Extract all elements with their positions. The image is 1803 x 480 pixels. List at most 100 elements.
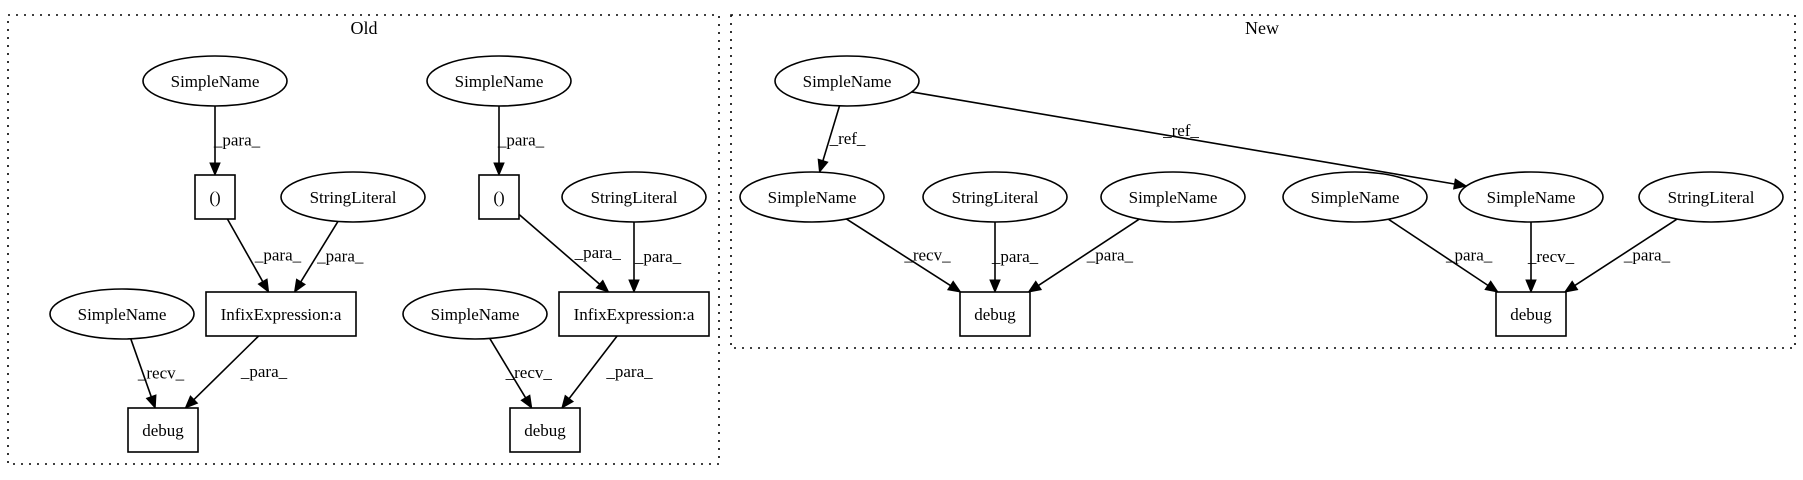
edge-o_sn3-to-o_dbg1: _recv_ (130, 338, 185, 410)
edges: _para_ _para_ _para_ _para_ _para_ _para_ _rec… (130, 91, 1678, 410)
arrowhead (209, 162, 221, 177)
node-label: SimpleName (1311, 188, 1400, 207)
node-ellipse (1282, 171, 1428, 223)
node-n_sn4: SimpleName (1458, 171, 1604, 223)
arrowhead (293, 278, 306, 294)
node-o_sl2: StringLiteral (561, 171, 707, 223)
node-o_sn1: SimpleName (142, 55, 288, 107)
cluster-new-border (730, 14, 1796, 349)
arrowhead (817, 158, 829, 174)
cluster-old-title: Old (351, 18, 378, 38)
node-n_sn3: SimpleName (1282, 171, 1428, 223)
arrowhead (561, 394, 575, 410)
arrowhead (946, 280, 962, 293)
edge-n_sn1-to-n_dbg1: _recv_ (845, 218, 962, 293)
node-o_dbg2: debug (509, 407, 581, 453)
node-n_top: SimpleName (774, 55, 920, 107)
node-n_sl1: StringLiteral (922, 171, 1068, 223)
arrowhead (145, 394, 157, 410)
arrowhead (1563, 280, 1579, 293)
edge-label: _para_ (634, 247, 682, 266)
edge-label: _para_ (240, 362, 288, 381)
node-box (478, 174, 520, 220)
node-box (1495, 291, 1567, 337)
node-label: SimpleName (455, 72, 544, 91)
node-ellipse (922, 171, 1068, 223)
node-ellipse (774, 55, 920, 107)
node-o_inf1: InfixExpression:a (205, 291, 357, 337)
node-ellipse (1458, 171, 1604, 223)
arrowhead (493, 162, 505, 177)
node-label: SimpleName (768, 188, 857, 207)
arrowhead (1453, 178, 1468, 190)
node-label: StringLiteral (1668, 188, 1755, 207)
edge-label: _para_ (1086, 246, 1134, 265)
cluster-old-border (7, 14, 720, 465)
cluster-new: New (730, 14, 1796, 349)
edge-n_sl1-to-n_dbg1: _para_ (989, 222, 1039, 294)
arrowhead (628, 279, 640, 294)
edge-label: _ref_ (1162, 121, 1199, 140)
edge-label: _para_ (1623, 246, 1671, 265)
edge-label: _recv_ (1527, 247, 1575, 266)
node-ellipse (402, 288, 548, 340)
edge-line (568, 335, 618, 399)
node-box (558, 291, 710, 337)
edge-n_sn4-to-n_dbg2: _recv_ (1525, 222, 1575, 294)
edge-line (226, 218, 264, 282)
arrowhead (184, 395, 199, 409)
arrowhead (989, 279, 1001, 294)
edge-label: _recv_ (505, 363, 553, 382)
node-box (509, 407, 581, 453)
node-label: SimpleName (1129, 188, 1218, 207)
cluster-old: Old (7, 14, 720, 465)
edge-line (1387, 218, 1489, 287)
node-o_sn3: SimpleName (49, 288, 195, 340)
node-label: SimpleName (431, 305, 520, 324)
edge-o_sn4-to-o_dbg2: _recv_ (489, 338, 553, 410)
node-label: debug (524, 421, 566, 440)
node-n_sl2: StringLiteral (1638, 171, 1784, 223)
node-ellipse (49, 288, 195, 340)
node-label: () (209, 188, 220, 207)
edge-line (193, 335, 260, 401)
edge-label: _recv_ (903, 245, 951, 264)
node-label: () (493, 188, 504, 207)
node-label: InfixExpression:a (221, 305, 342, 324)
node-label: debug (142, 421, 184, 440)
node-ellipse (739, 171, 885, 223)
edge-o_sn1-to-o_par1: _para_ (209, 106, 261, 177)
node-box (127, 407, 199, 453)
edge-label: _ref_ (829, 129, 866, 148)
edge-line (1574, 218, 1678, 287)
node-label: debug (1510, 305, 1552, 324)
node-o_inf2: InfixExpression:a (558, 291, 710, 337)
node-o_dbg1: debug (127, 407, 199, 453)
node-ellipse (426, 55, 572, 107)
node-o_sl1: StringLiteral (280, 171, 426, 223)
edge-line (300, 221, 339, 283)
edge-o_par1-to-o_inf1: _para_ (226, 218, 302, 294)
node-label: SimpleName (803, 72, 892, 91)
edge-label: _para_ (574, 243, 622, 262)
node-ellipse (1100, 171, 1246, 223)
node-o_sn2: SimpleName (426, 55, 572, 107)
edge-label: _para_ (991, 247, 1039, 266)
edge-label: _para_ (213, 131, 261, 150)
edge-n_top-to-n_sn4: _ref_ (911, 91, 1468, 190)
edge-o_par2-to-o_inf2: _para_ (518, 213, 622, 293)
edge-label: _para_ (605, 362, 653, 381)
node-o_par2: () (478, 174, 520, 220)
edge-line (130, 338, 152, 397)
node-label: StringLiteral (952, 188, 1039, 207)
edge-line (489, 338, 527, 399)
arrowhead (1484, 280, 1499, 293)
arrowhead (1525, 279, 1537, 294)
node-label: SimpleName (171, 72, 260, 91)
arrowhead (1027, 280, 1043, 293)
edge-label: _para_ (316, 247, 364, 266)
edge-label: _para_ (254, 246, 302, 265)
arrowhead (595, 279, 610, 293)
edge-line (845, 218, 951, 287)
